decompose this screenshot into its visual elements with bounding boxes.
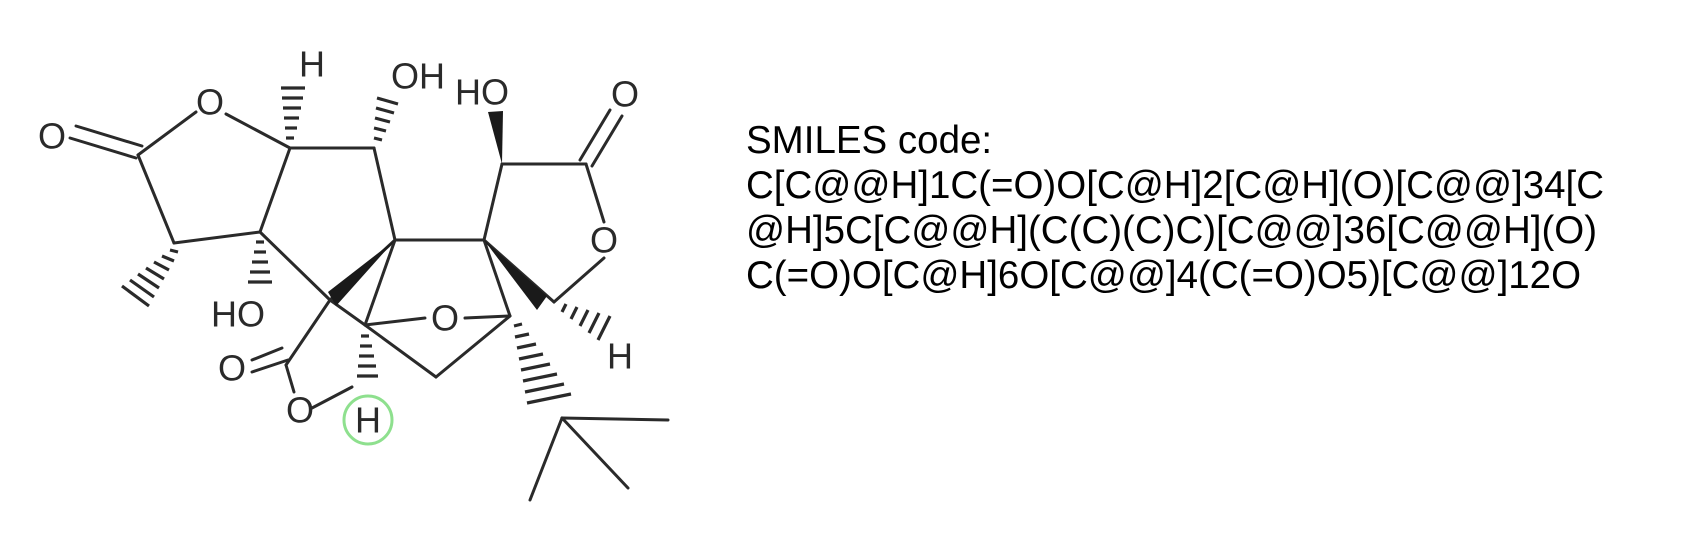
highlight-circle	[342, 394, 394, 446]
atom-label-h-highlighted: H	[355, 400, 381, 441]
smiles-line-3: C(=O)O[C@H]6O[C@@]4(C(=O)O5)[C@@]12O	[746, 254, 1582, 297]
atom-label-ho: HO	[211, 294, 265, 335]
smiles-panel: SMILES code: C[C@@H]1C(=O)O[C@H]2[C@H](O…	[746, 118, 1666, 298]
atom-label-o: O	[38, 116, 66, 157]
smiles-line-2: @H]5C[C@@H](C(C)(C)C)[C@@]36[C@@H](O)	[746, 209, 1598, 252]
atom-label-o: O	[431, 298, 459, 339]
atom-label-o: O	[218, 348, 246, 389]
atom-label-o: O	[611, 74, 639, 115]
atom-label-o: O	[590, 220, 618, 261]
atom-labels: O O H OH HO O O H HO O O O H	[38, 44, 639, 441]
atom-label-o: O	[196, 82, 224, 123]
atom-label-h: H	[299, 44, 325, 85]
atom-label-oh: OH	[391, 56, 445, 97]
wedge-bonds	[328, 111, 547, 310]
atom-label-o: O	[286, 390, 314, 431]
atom-label-h: H	[607, 336, 633, 377]
atom-label-ho: HO	[455, 72, 509, 113]
hashed-bonds	[121, 86, 612, 405]
bond-lines	[68, 108, 670, 502]
smiles-line-1: C[C@@H]1C(=O)O[C@H]2[C@H](O)[C@@]34[C	[746, 164, 1605, 207]
smiles-label: SMILES code:	[746, 119, 993, 162]
